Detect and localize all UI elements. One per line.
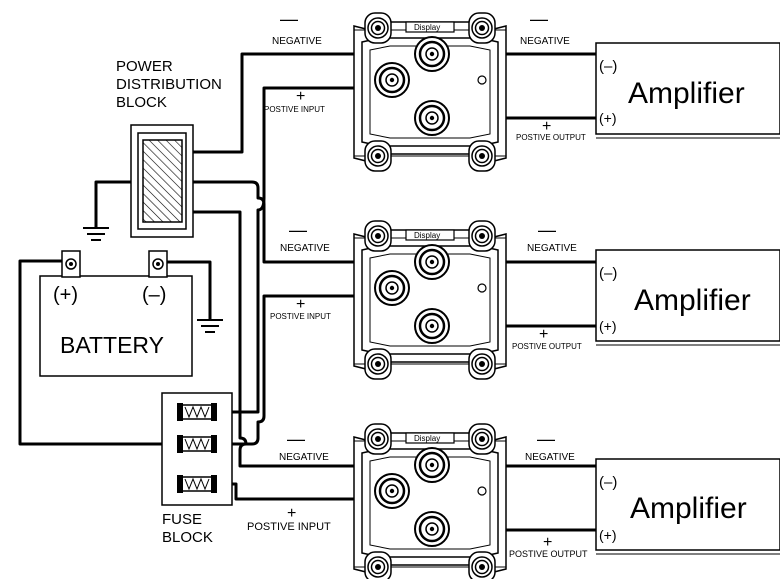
fuse-block-label-line2: BLOCK: [162, 529, 213, 546]
positive-input-label-1: POSTIVE INPUT: [264, 105, 325, 114]
amplifier-3-label: Amplifier: [630, 492, 747, 525]
amplifier-1-label: Amplifier: [628, 77, 745, 110]
positive-plus-output-2: +: [539, 326, 548, 343]
power-block-label-line3: BLOCK: [116, 94, 167, 111]
fuse-1: [176, 402, 218, 422]
battery-positive-label: (+): [53, 284, 78, 306]
battery-negative-label: (–): [142, 284, 166, 306]
positive-plus-output-1: +: [542, 118, 551, 135]
negative-dash-right-1: —: [530, 9, 548, 29]
negative-dash-right-2: —: [538, 220, 556, 240]
positive-input-wire-2: [218, 294, 392, 446]
negative-label-left-3: NEGATIVE: [279, 452, 329, 463]
positive-plus-input-3: +: [287, 505, 296, 522]
amplifier-3-negative: (–): [599, 474, 617, 491]
negative-dash-left-3: —: [287, 429, 305, 449]
negative-dash-left-2: —: [289, 220, 307, 240]
amplifier-2-negative: (–): [599, 265, 617, 282]
amplifier-1-positive: (+): [599, 110, 617, 126]
negative-dash-right-3: —: [537, 429, 555, 449]
amplifier-3-positive: (+): [599, 527, 617, 543]
negative-dash-left-1: —: [280, 9, 298, 29]
fuse-block-label-line1: FUSE: [162, 511, 202, 528]
amplifier-2: (–) (+) Amplifier: [595, 249, 780, 346]
display-label-2: Display: [414, 231, 440, 240]
ground-symbol-distribution: [82, 227, 110, 241]
fuse-block: FUSE BLOCK: [161, 392, 233, 546]
distribution-module-3: Display: [354, 424, 506, 579]
display-label-3: Display: [414, 434, 440, 443]
battery: (+) (–) BATTERY: [39, 250, 193, 377]
negative-label-right-2: NEGATIVE: [527, 243, 577, 254]
power-block-label-line1: POWER: [116, 58, 173, 75]
power-distribution-block: POWER DISTRIBUTION BLOCK: [116, 58, 222, 238]
positive-plus-input-1: +: [296, 88, 305, 105]
amplifier-3: (–) (+) Amplifier: [595, 458, 780, 555]
positive-input-wire-1: [218, 86, 392, 414]
wire-labels: — NEGATIVE — NEGATIVE + POSTIVE INPUT + …: [247, 9, 588, 559]
positive-output-label-1: POSTIVE OUTPUT: [516, 133, 586, 142]
positive-input-label-2: POSTIVE INPUT: [270, 312, 331, 321]
negative-wire-1: [185, 52, 392, 154]
ground-symbol-battery: [196, 319, 224, 333]
distribution-module-1: Display: [354, 13, 506, 171]
positive-output-label-2: POSTIVE OUTPUT: [512, 342, 582, 351]
positive-output-label-3: POSTIVE OUTPUT: [509, 549, 588, 559]
battery-label: BATTERY: [60, 332, 164, 358]
distribution-ground-wire: [94, 180, 138, 228]
amplifier-2-label: Amplifier: [634, 284, 751, 317]
display-label-1: Display: [414, 23, 440, 32]
amplifier-1: (–) (+) Amplifier: [595, 42, 780, 139]
negative-label-left-2: NEGATIVE: [280, 243, 330, 254]
negative-label-right-1: NEGATIVE: [520, 36, 570, 47]
fuse-2: [176, 434, 218, 454]
amplifier-2-positive: (+): [599, 318, 617, 334]
negative-label-left-1: NEGATIVE: [272, 36, 322, 47]
distribution-module-2: Display: [354, 221, 506, 379]
amplifier-1-negative: (–): [599, 58, 617, 75]
power-block-label-line2: DISTRIBUTION: [116, 76, 222, 93]
negative-label-right-3: NEGATIVE: [525, 452, 575, 463]
fuse-3: [176, 474, 218, 494]
positive-plus-input-2: +: [296, 296, 305, 313]
positive-input-label-3: POSTIVE INPUT: [247, 521, 331, 533]
positive-plus-output-3: +: [543, 534, 552, 551]
